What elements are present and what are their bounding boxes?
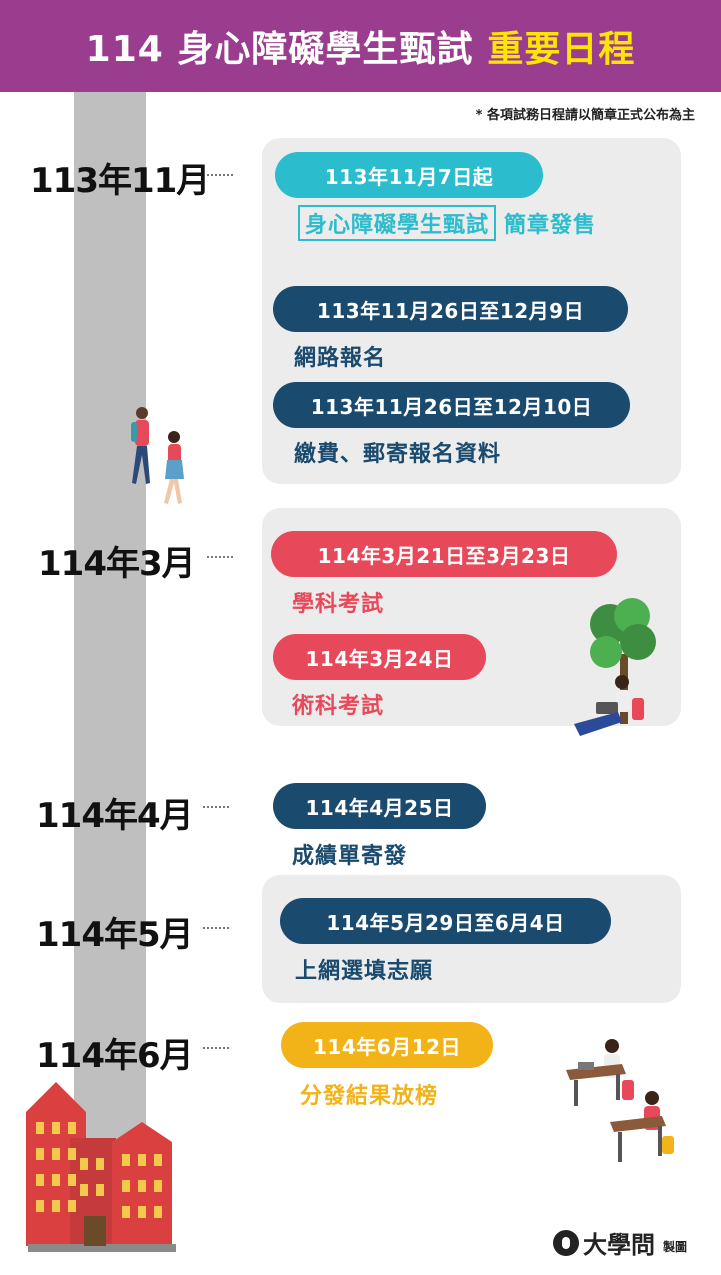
event-label-text: 簡章發售 xyxy=(504,213,597,238)
month-label: 113年11月 xyxy=(30,161,210,201)
exam-name-box: 身心障礙學生甄試 xyxy=(298,205,497,241)
month-connector xyxy=(203,927,229,929)
event-label: 學科考試 xyxy=(292,592,385,617)
brand-logo: 大學問 製圖 xyxy=(553,1225,687,1260)
event-date-pill: 114年4月25日 xyxy=(273,783,486,829)
event-label: 成績單寄發 xyxy=(292,844,408,869)
page-title-highlight: 重要日程 xyxy=(487,29,636,70)
brand-sub: 製圖 xyxy=(663,1240,688,1254)
disclaimer-note: * 各項試務日程請以簡章正式公布為主 xyxy=(475,108,695,123)
month-connector xyxy=(203,1047,229,1049)
classroom-students-illustration xyxy=(566,1039,674,1162)
event-date-pill: 114年6月12日 xyxy=(281,1022,493,1068)
page-header: 114 身心障礙學生甄試 重要日程 xyxy=(0,0,721,92)
event-date-pill: 113年11月26日至12月9日 xyxy=(273,286,628,332)
event-label: 分發結果放榜 xyxy=(300,1084,439,1109)
school-building-illustration xyxy=(26,1082,176,1252)
month-connector xyxy=(207,174,233,176)
walking-students-illustration xyxy=(131,407,184,504)
timeline-bar xyxy=(74,92,146,1152)
event-date-pill: 114年5月29日至6月4日 xyxy=(280,898,611,944)
student-under-tree-illustration xyxy=(574,598,656,736)
page-title: 114 身心障礙學生甄試 xyxy=(85,29,474,70)
event-label: 繳費、郵寄報名資料 xyxy=(294,442,502,467)
brand-mark-icon xyxy=(553,1229,579,1256)
month-connector xyxy=(203,806,229,808)
brand-name: 大學問 xyxy=(583,1231,655,1259)
event-date-pill: 114年3月21日至3月23日 xyxy=(271,531,617,577)
month-label: 114年5月 xyxy=(36,915,194,955)
month-label: 114年6月 xyxy=(36,1036,194,1076)
month-connector xyxy=(207,556,233,558)
event-date-pill: 113年11月7日起 xyxy=(275,152,543,198)
month-label: 114年3月 xyxy=(38,544,196,584)
event-label: 網路報名 xyxy=(294,346,387,371)
event-label: 上網選填志願 xyxy=(295,959,434,984)
event-label: 術科考試 xyxy=(292,694,385,719)
month-label: 114年4月 xyxy=(36,796,194,836)
event-date-pill: 113年11月26日至12月10日 xyxy=(273,382,630,428)
event-date-pill: 114年3月24日 xyxy=(273,634,486,680)
event-label: 身心障礙學生甄試簡章發售 xyxy=(298,205,596,241)
